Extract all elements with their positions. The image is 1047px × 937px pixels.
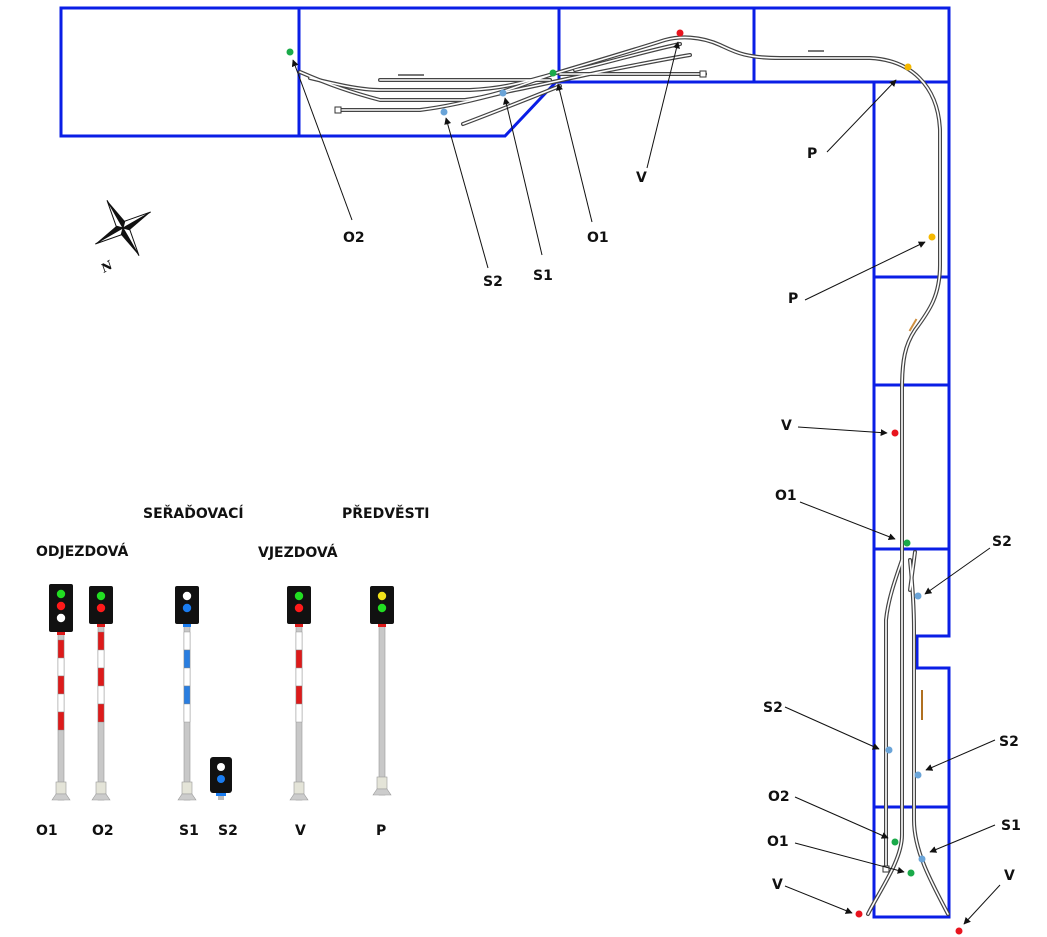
signal-dot-p: [928, 233, 936, 241]
baseboard-9: [872, 805, 951, 919]
legend-title-shunting: SEŘAĎOVACÍ: [143, 506, 244, 522]
map-label-o1: O1: [767, 834, 789, 850]
signal-dot-s1: [918, 855, 926, 863]
legend-code-s2: S2: [218, 823, 238, 839]
baseboard-7: [872, 383, 951, 551]
map-label-s1: S1: [1001, 818, 1021, 834]
lamp-green: [96, 591, 106, 601]
map-label-o2: O2: [768, 789, 790, 805]
map-label-s2: S2: [483, 274, 503, 290]
signal-dot-o1: [549, 69, 557, 77]
signal-dot-v: [891, 429, 899, 437]
signal-dot-s2: [885, 746, 893, 754]
legend-title-distant: PŘEDVĚSTI: [342, 506, 430, 522]
legend-title-entry: VJEZDOVÁ: [258, 545, 338, 561]
legend-title-departure: ODJEZDOVÁ: [36, 544, 129, 560]
map-signal-dots: [286, 29, 963, 935]
legend-signal-s1: [175, 586, 199, 801]
baseboard-3: [557, 6, 756, 84]
signal-dot-p: [904, 63, 912, 71]
track-plan: [298, 35, 950, 916]
map-label-v: V: [772, 877, 783, 893]
baseboard-2: [297, 6, 561, 138]
compass-rose-icon: [95, 200, 151, 256]
map-label-v: V: [781, 418, 792, 434]
signal-dot-v: [676, 29, 684, 37]
legend-signal-o2: [89, 586, 113, 801]
lamp-green: [294, 591, 304, 601]
map-label-s2: S2: [992, 534, 1012, 550]
signal-dot-s2: [914, 771, 922, 779]
lamp-blue: [182, 603, 192, 613]
lamp-red: [56, 601, 66, 611]
lamp-yellow: [377, 591, 387, 601]
lamp-red: [294, 603, 304, 613]
legend-signal-p: [370, 586, 394, 796]
map-label-v: V: [636, 170, 647, 186]
map-label-o2: O2: [343, 230, 365, 246]
baseboard-4: [752, 6, 951, 84]
map-label-o1: O1: [775, 488, 797, 504]
lamp-white: [217, 763, 225, 771]
signal-dot-o1: [907, 869, 915, 877]
signal-mast: [378, 623, 386, 796]
legend-signal-o1: [49, 584, 73, 801]
map-label-s2: S2: [763, 700, 783, 716]
lamp-red: [96, 603, 106, 613]
signal-dot-o2: [286, 48, 294, 56]
baseboard-frames: [59, 6, 951, 919]
lamp-white: [182, 591, 192, 601]
legend-code-s1: S1: [179, 823, 199, 839]
callout-labels: O2 S2 S1 O1 V P P V O1 S2 S2 S2 O2 S1 O1…: [343, 146, 1021, 893]
map-label-s1: S1: [533, 268, 553, 284]
signal-dot-o1: [903, 539, 911, 547]
signal-dot-o2: [891, 838, 899, 846]
lamp-blue: [217, 775, 225, 783]
lamp-white: [56, 613, 66, 623]
signal-dot-s2: [440, 108, 448, 116]
signal-dot-v: [855, 910, 863, 918]
signal-legend: [49, 584, 394, 801]
lamp-green: [56, 589, 66, 599]
map-label-s2: S2: [999, 734, 1019, 750]
legend-code-o1: O1: [36, 823, 58, 839]
signal-dot-s1: [499, 89, 507, 97]
callout-lines: [291, 41, 1001, 925]
signal-dot-v: [955, 927, 963, 935]
legend-code-o2: O2: [92, 823, 114, 839]
map-label-v: V: [1004, 868, 1015, 884]
map-label-p: P: [807, 146, 817, 162]
map-label-p: P: [788, 291, 798, 307]
legend-signal-v: [287, 586, 311, 801]
map-label-o1: O1: [587, 230, 609, 246]
compass-north-label: N: [98, 257, 116, 276]
legend-signal-s2: [210, 757, 232, 800]
legend-code-p: P: [376, 823, 387, 839]
signal-dot-s2: [914, 592, 922, 600]
lamp-green: [377, 603, 387, 613]
legend-code-v: V: [295, 823, 306, 839]
baseboard-1: [59, 6, 301, 138]
